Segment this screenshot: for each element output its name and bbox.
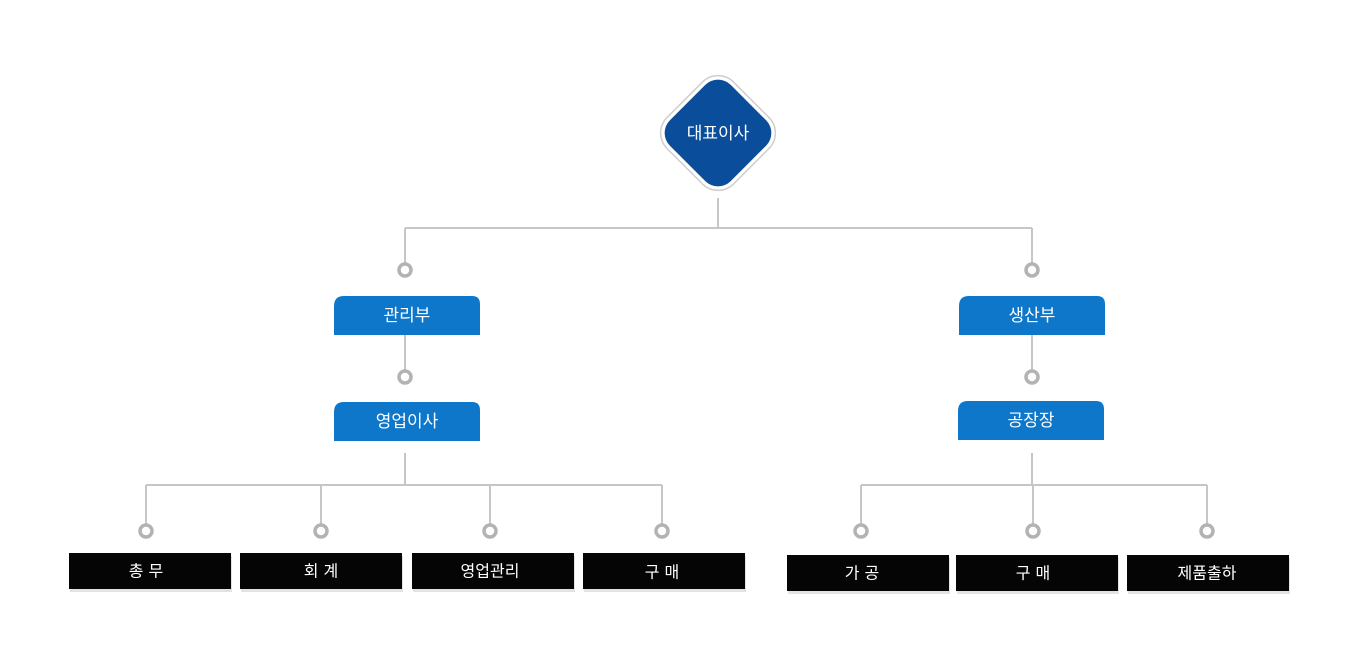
connector-dot (1024, 262, 1040, 278)
head-box (334, 402, 480, 441)
head-node-plant-manager: 공장장 (958, 401, 1104, 440)
team-box (1127, 555, 1289, 591)
team-node: 가 공 (787, 555, 950, 594)
team-box (69, 553, 231, 589)
team-box (956, 555, 1118, 591)
dept-label: 관리부 (384, 306, 431, 326)
dept-box (959, 296, 1105, 335)
connector-lines (145, 198, 1208, 531)
team-label: 영업관리 (461, 562, 520, 581)
head-label: 영업이사 (376, 412, 439, 432)
connector-dot (397, 369, 413, 385)
team-node: 제품출하 (1127, 555, 1290, 594)
team-box (240, 553, 402, 589)
connector-dot (1024, 369, 1040, 385)
team-box (583, 553, 745, 589)
team-node: 구 매 (956, 555, 1119, 594)
team-label: 회 계 (304, 562, 339, 581)
connector-dot (1199, 523, 1215, 539)
dept-node-production: 생산부 (959, 296, 1105, 335)
connector-dot (482, 523, 498, 539)
head-node-sales-director: 영업이사 (334, 402, 480, 441)
team-label: 가 공 (845, 564, 880, 583)
ceo-node: 대표이사 (659, 74, 777, 192)
team-box (787, 555, 949, 591)
connector-dot (654, 523, 670, 539)
ceo-diamond (664, 79, 772, 187)
connector-dot (1025, 523, 1041, 539)
team-node: 구 매 (583, 553, 746, 592)
dept-box (334, 296, 480, 335)
head-box (958, 401, 1104, 440)
team-box (412, 553, 574, 589)
dept-node-admin: 관리부 (334, 296, 480, 335)
connector-dot (138, 523, 154, 539)
team-node: 영업관리 (412, 553, 575, 592)
team-node: 회 계 (240, 553, 403, 592)
ceo-label: 대표이사 (687, 124, 750, 144)
team-node: 총 무 (69, 553, 232, 592)
team-label: 제품출하 (1178, 564, 1237, 583)
connector-dot (397, 262, 413, 278)
team-label: 총 무 (129, 562, 164, 581)
head-label: 공장장 (1008, 411, 1055, 431)
connector-dot (313, 523, 329, 539)
connector-dots (138, 262, 1215, 539)
team-label: 구 매 (1016, 564, 1051, 583)
team-label: 구 매 (645, 563, 680, 582)
connector-dot (853, 523, 869, 539)
dept-label: 생산부 (1009, 306, 1056, 326)
